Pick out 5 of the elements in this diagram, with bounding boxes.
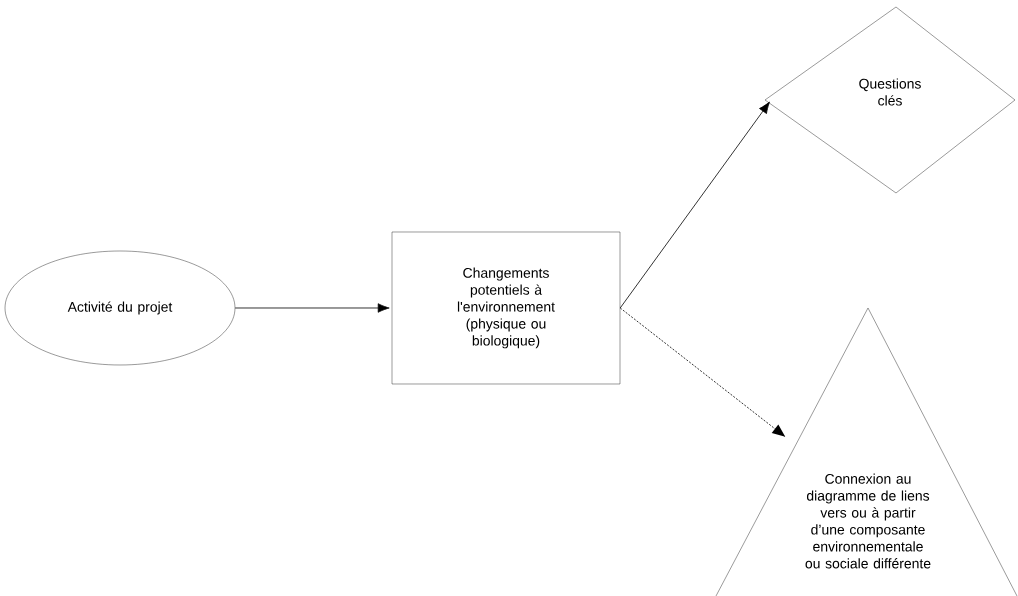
arrow: [619, 101, 770, 309]
arrow: [619, 307, 786, 438]
oval-node: Activité du projet: [4, 250, 236, 366]
process-box: Changements potentiels à l'environnement (physique ou biologique): [391, 231, 621, 385]
arrow: [234, 303, 390, 313]
